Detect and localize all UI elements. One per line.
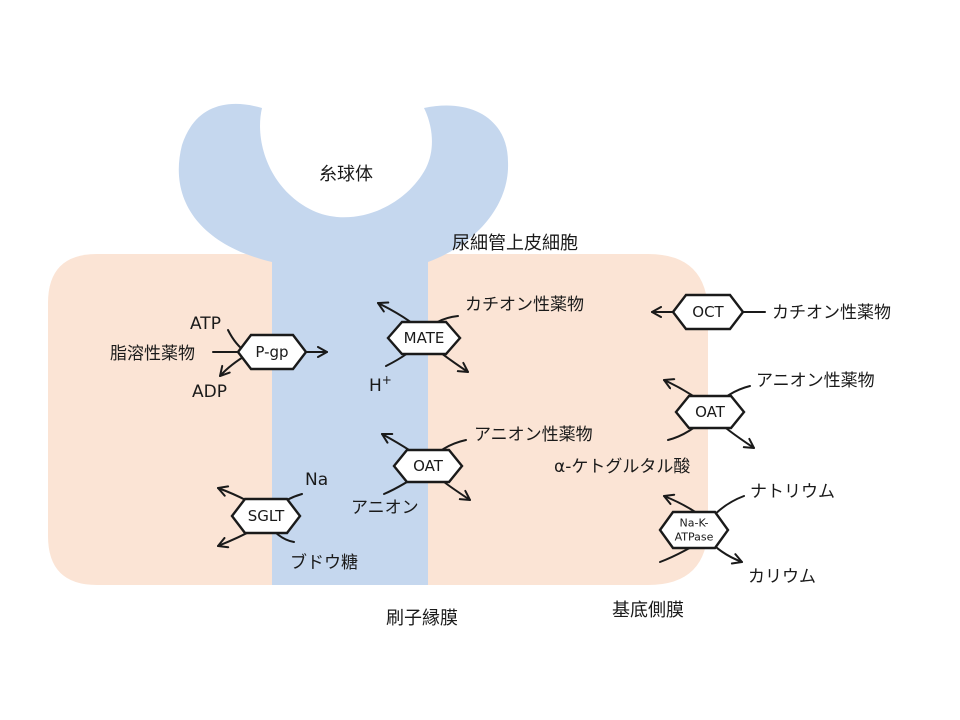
oat-apical-hexagon [392,448,464,484]
h-plus-label: H+ [369,373,392,396]
oct-transporter: OCT [651,293,766,331]
adp-label: ADP [192,382,227,402]
sglt-label: SGLT [248,507,285,525]
oat-baso-drug-label: アニオン性薬物 [756,371,875,391]
oct-hexagon [671,293,745,331]
potassium-label: カリウム [748,567,816,587]
glomerulus-label: 糸球体 [319,164,373,185]
na-k-atpase-hexagon [658,510,730,550]
left-cell [48,254,272,585]
oct-label: OCT [692,303,724,321]
oat-apical-drug-label: アニオン性薬物 [474,425,593,445]
basolateral-label: 基底側膜 [612,600,684,621]
tubular-cell-label: 尿細管上皮細胞 [452,233,578,254]
mate-hexagon [386,320,462,356]
na-k-atpase-label-line2: ATPase [675,531,714,544]
brush-border-label: 刷子縁膜 [386,608,458,629]
anion-label: アニオン [351,498,419,518]
pgp-transporter: P-gp [212,329,328,377]
na-k-atpase-label-line1: Na-K- [680,517,709,530]
oat-baso-transporter: OAT [663,378,755,449]
sglt-transporter: SGLT [217,485,303,549]
right-cell [425,254,708,585]
atp-label: ATP [190,314,221,334]
glucose-label: ブドウ糖 [290,552,358,573]
pgp-hexagon [236,333,308,371]
na-k-atpase-pump: Na-K- ATPase [658,493,745,565]
lipophilic-drug-label: 脂溶性薬物 [110,344,195,364]
mate-transporter: MATE [377,301,469,373]
oat-baso-label: OAT [695,403,726,421]
sglt-hexagon [230,497,302,535]
oct-cation-drug-label: カチオン性薬物 [772,303,891,323]
mate-cation-drug-label: カチオン性薬物 [465,295,584,315]
na-label: Na [305,470,328,490]
oat-baso-hexagon [674,394,746,430]
mate-label: MATE [404,329,445,347]
akg-label: α-ケトグルタル酸 [554,457,690,477]
oat-apical-label: OAT [413,457,444,475]
pgp-label: P-gp [255,343,288,361]
sodium-label: ナトリウム [750,482,835,502]
oat-apical-transporter: OAT [381,432,471,501]
